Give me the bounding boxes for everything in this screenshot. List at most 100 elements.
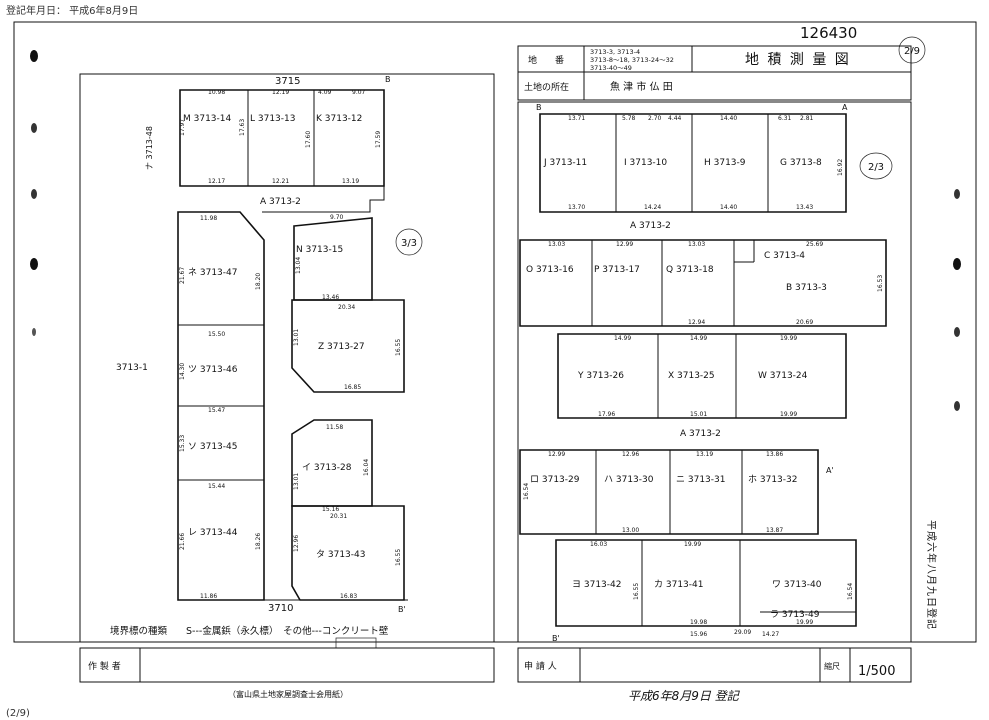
right-mid-block <box>519 239 887 327</box>
right-row3-block <box>557 333 847 419</box>
title-block: 地 番 3713-3, 3713-4 3713-8〜18, 3713-24〜32… <box>517 45 912 101</box>
dim: 13.03 <box>548 241 565 248</box>
dim: 11.98 <box>200 215 217 222</box>
page-mark: 2/9 <box>904 46 920 57</box>
dim: 15.50 <box>208 331 225 338</box>
right-sheet-mark-circle <box>859 152 893 180</box>
road-3710: 3710 <box>268 603 293 614</box>
dim: 14.99 <box>614 335 631 342</box>
corner-a-prime: A' <box>826 466 834 475</box>
dim: 14.27 <box>762 631 779 638</box>
dim: 13.04 <box>295 257 302 274</box>
dim: 15.44 <box>208 483 225 490</box>
left-column-block <box>177 211 265 601</box>
dim: 13.00 <box>622 527 639 534</box>
author-label: 作 製 者 <box>88 660 121 672</box>
binding-holes-right <box>953 189 961 411</box>
road-3715: 3715 <box>275 76 300 87</box>
lot-g: G 3713-8 <box>780 158 822 168</box>
chiban-label: 地 番 <box>528 54 564 66</box>
lot-ta: タ 3713-43 <box>316 549 365 560</box>
dim: 21.67 <box>179 267 186 284</box>
dim: 16.54 <box>523 483 530 500</box>
dim: 12.96 <box>622 451 639 458</box>
handwritten-registration: 平成6年8月9日 登記 <box>628 689 741 703</box>
dim: 14.30 <box>179 363 186 380</box>
lot-ne: ネ 3713-47 <box>188 267 237 278</box>
dim: 15.96 <box>690 631 707 638</box>
dim: 15.47 <box>208 407 225 414</box>
dim: 15.01 <box>690 411 707 418</box>
dim: 13.01 <box>293 329 300 346</box>
scale-label: 縮尺 <box>824 661 840 671</box>
lot-i-outline <box>291 419 373 507</box>
lot-i: イ 3713-28 <box>302 463 352 473</box>
lot-m: M 3713-14 <box>183 114 232 124</box>
dim: 13.46 <box>322 294 339 301</box>
right-sheet-mark: 2/3 <box>868 162 884 173</box>
lot-n: N 3713-15 <box>296 245 343 255</box>
dim: 4.09 <box>318 89 332 96</box>
lot-y: Y 3713-26 <box>577 371 624 381</box>
paper-note: （富山県土地家屋調査士会用紙） <box>228 689 348 699</box>
dim: 13.87 <box>766 527 783 534</box>
dim: 14.99 <box>690 335 707 342</box>
corner-b-right: B <box>536 103 542 112</box>
dim: 12.17 <box>208 178 225 185</box>
binding-holes-left <box>30 50 38 336</box>
lot-ha: ハ 3713-30 <box>604 475 654 485</box>
lot-yo: ヨ 3713-42 <box>572 580 621 590</box>
lot-b: B 3713-3 <box>786 283 827 293</box>
dim: 13.19 <box>342 178 359 185</box>
left-sheet: 3715 B A 3713-2 3710 3713-1 ナ 3713-48 B'… <box>79 73 495 643</box>
dim: 16.92 <box>837 159 844 176</box>
dim: 12.96 <box>293 535 300 552</box>
dim: 19.99 <box>796 619 813 626</box>
dim: 17.60 <box>305 131 312 148</box>
dim: 19.99 <box>780 335 797 342</box>
lot-ni: ニ 3713-31 <box>676 475 725 485</box>
right-row5-block <box>555 539 857 627</box>
lot-z: Z 3713-27 <box>318 342 365 352</box>
dim: 13.01 <box>293 473 300 490</box>
road-a-3713-2-upper: A 3713-2 <box>630 221 671 231</box>
left-top-block <box>179 89 385 187</box>
map-title: 地 積 測 量 図 <box>745 52 851 68</box>
lot-ho: ホ 3713-32 <box>748 474 797 485</box>
lot-z-outline <box>291 299 405 393</box>
dim: 18.26 <box>255 533 262 550</box>
location-label: 土地の所在 <box>524 81 569 93</box>
applicant-label: 申 請 人 <box>524 660 557 672</box>
dim: 14.40 <box>720 115 737 122</box>
dim: 16.83 <box>340 593 357 600</box>
dim: 12.99 <box>616 241 633 248</box>
dim: 16.53 <box>877 275 884 292</box>
dim: 12.19 <box>272 89 289 96</box>
lot-j: J 3713-11 <box>543 158 587 168</box>
lot-ra: ラ 3713-49 <box>770 609 820 620</box>
lot-wa: ワ 3713-40 <box>772 580 822 590</box>
lot-l: L 3713-13 <box>250 114 295 124</box>
dim: 16.85 <box>344 384 361 391</box>
lot-tsu: ツ 3713-46 <box>188 365 238 375</box>
left-sheet-mark: 3/3 <box>401 238 417 249</box>
dim: 16.55 <box>633 583 640 600</box>
dim: 13.19 <box>696 451 713 458</box>
lot-so: ソ 3713-45 <box>188 442 237 452</box>
outer-frame <box>13 21 977 643</box>
dim: 25.69 <box>806 241 823 248</box>
boundary-marker-legend: 境界標の種類 S---金属鋲（永久標） その他---コンクリート壁 <box>110 625 389 637</box>
dim: 16.55 <box>395 549 402 566</box>
dim: 11.58 <box>326 424 343 431</box>
corner-b: B <box>385 75 391 84</box>
page-mark-circle <box>898 36 926 64</box>
right-sheet: B A A' B' A 3713-2 A 3713-2 J 3713- <box>517 101 912 643</box>
chiban-line-3: 3713-40〜49 <box>590 64 632 72</box>
road-a-3713-2-left: A 3713-2 <box>260 197 301 207</box>
dim: 14.24 <box>644 204 661 211</box>
dim: 9.07 <box>352 89 366 96</box>
footer-block: 作 製 者 申 請 人 縮尺 1/500 <box>79 647 912 683</box>
chiban-line-1: 3713-3, 3713-4 <box>590 48 640 56</box>
road-3713-48: ナ 3713-48 <box>145 126 154 170</box>
dim: 9.70 <box>330 214 344 221</box>
